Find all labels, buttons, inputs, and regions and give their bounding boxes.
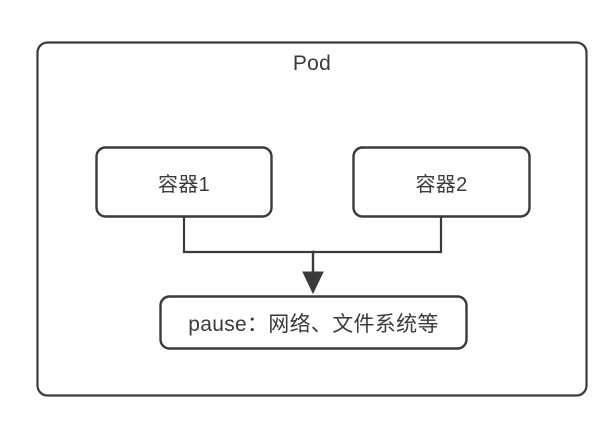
- container2-label: 容器2: [415, 173, 468, 196]
- arrowhead-down-icon: [302, 271, 324, 295]
- pause-rect[interactable]: [159, 295, 468, 350]
- pod-title-label: Pod: [292, 52, 332, 75]
- pause-label: pause：网络、文件系统等: [188, 312, 439, 336]
- connector-container2-to-junction: [311, 215, 443, 254]
- connector-container1-to-junction: [182, 215, 315, 254]
- container1-label: 容器1: [157, 173, 211, 196]
